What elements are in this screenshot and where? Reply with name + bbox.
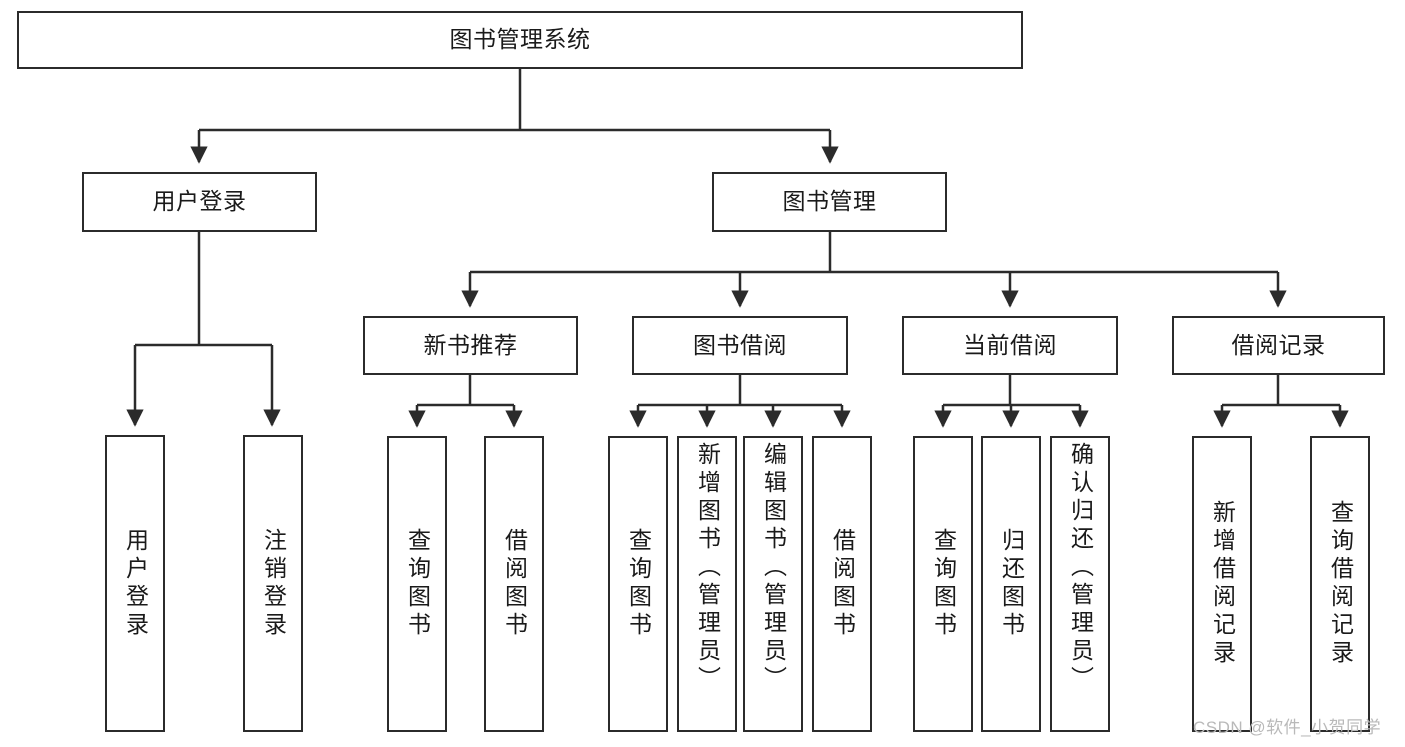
leaf-borrow-record-add-record[interactable]: 新增借阅记录	[1192, 436, 1252, 732]
node-user-login[interactable]: 用户登录	[82, 172, 317, 232]
node-label: 借阅图书	[501, 528, 528, 640]
leaf-book-borrow-query-book[interactable]: 查询图书	[608, 436, 668, 732]
leaf-new-book-borrow-book[interactable]: 借阅图书	[484, 436, 544, 732]
node-book-management[interactable]: 图书管理	[712, 172, 947, 232]
node-label: 新增借阅记录	[1209, 500, 1236, 668]
node-label: 借阅图书	[829, 528, 856, 640]
node-new-book-recommendation[interactable]: 新书推荐	[363, 316, 578, 375]
node-label: 新增图书（管理员）	[694, 442, 721, 694]
leaf-book-borrow-borrow-book[interactable]: 借阅图书	[812, 436, 872, 732]
node-label: 图书借阅	[693, 331, 787, 358]
node-label: 用户登录	[122, 527, 149, 640]
node-label: 当前借阅	[963, 331, 1057, 358]
leaf-borrow-record-query-record[interactable]: 查询借阅记录	[1310, 436, 1370, 732]
node-label: 借阅记录	[1231, 331, 1326, 358]
node-label: 图书管理	[782, 188, 877, 215]
node-borrow-record[interactable]: 借阅记录	[1172, 316, 1385, 375]
leaf-user-login-signin[interactable]: 用户登录	[105, 435, 165, 732]
node-label: 注销登录	[260, 527, 287, 640]
leaf-new-book-query-book[interactable]: 查询图书	[387, 436, 447, 732]
node-current-borrow[interactable]: 当前借阅	[902, 316, 1118, 375]
node-label: 新书推荐	[423, 331, 518, 358]
leaf-book-borrow-add-book-admin[interactable]: 新增图书（管理员）	[677, 436, 737, 732]
node-label: 确认归还（管理员）	[1067, 442, 1094, 694]
leaf-current-borrow-return-book[interactable]: 归还图书	[981, 436, 1041, 732]
leaf-book-borrow-edit-book-admin[interactable]: 编辑图书（管理员）	[743, 436, 803, 732]
leaf-current-borrow-query-book[interactable]: 查询图书	[913, 436, 973, 732]
node-label: 编辑图书（管理员）	[760, 442, 787, 694]
node-book-borrow[interactable]: 图书借阅	[632, 316, 848, 375]
node-label: 查询图书	[404, 528, 431, 640]
leaf-current-borrow-confirm-return-admin[interactable]: 确认归还（管理员）	[1050, 436, 1110, 732]
node-label: 归还图书	[998, 528, 1025, 640]
watermark-text: CSDN @软件_小贺同学	[1193, 718, 1382, 737]
node-label: 查询图书	[625, 528, 652, 640]
node-label: 查询图书	[930, 528, 957, 640]
leaf-user-login-signout[interactable]: 注销登录	[243, 435, 303, 732]
node-label: 查询借阅记录	[1327, 500, 1354, 668]
node-label: 图书管理系统	[449, 26, 591, 53]
node-label: 用户登录	[152, 188, 247, 215]
node-root-book-management-system[interactable]: 图书管理系统	[17, 11, 1023, 69]
